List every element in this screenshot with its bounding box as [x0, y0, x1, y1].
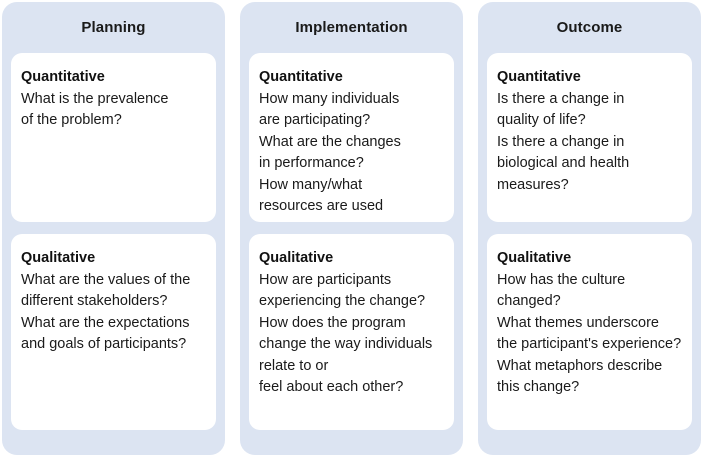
card-line: in performance?	[259, 155, 364, 171]
card-line: What is the prevalence	[21, 90, 169, 107]
card-line: relate to or	[259, 357, 329, 374]
column-header-implementation: Implementation	[295, 19, 408, 36]
card-title-quantitative: Quantitative	[259, 69, 343, 85]
card-line: measures?	[497, 176, 569, 193]
card-outcome-quantitative: Quantitative Is there a change in qualit…	[487, 53, 692, 222]
card-line: the participant's experience?	[497, 336, 682, 352]
card-line: How many/what	[259, 176, 363, 193]
card-line: How are participants	[259, 271, 392, 288]
card-line: resources are used	[259, 198, 384, 214]
card-title-quantitative: Quantitative	[21, 69, 105, 85]
card-line: How does the program	[259, 314, 406, 331]
card-title-quantitative: Quantitative	[497, 69, 581, 85]
card-line: Is there a change in	[497, 133, 625, 150]
card-title-qualitative: Qualitative	[21, 250, 96, 266]
card-body-outcome-qualitative: How has the culture changed? What themes…	[497, 270, 683, 399]
card-line: quality of life?	[497, 112, 586, 128]
card-planning-qualitative: Qualitative What are the values of the d…	[11, 234, 216, 430]
card-line: Is there a change in	[497, 90, 625, 107]
card-line: What are the changes	[259, 133, 401, 150]
card-line: change the way individuals	[259, 336, 433, 352]
card-implementation-qualitative: Qualitative How are participants experie…	[249, 234, 454, 430]
card-line: changed?	[497, 293, 561, 309]
card-line: experiencing the change?	[259, 293, 426, 309]
card-body-implementation-qualitative: How are participants experiencing the ch…	[259, 270, 445, 399]
card-body-outcome-quantitative: Is there a change in quality of life? Is…	[497, 89, 683, 197]
card-line: feel about each other?	[259, 379, 404, 395]
column-header-outcome: Outcome	[556, 19, 623, 36]
column-outcome: Outcome Quantitative Is there a change i…	[478, 2, 701, 455]
card-line: and goals of participants?	[21, 336, 187, 352]
card-line: different stakeholders?	[21, 293, 168, 309]
card-line: this change?	[497, 379, 580, 395]
column-header-planning: Planning	[81, 19, 146, 36]
card-line: How many individuals	[259, 90, 400, 107]
column-implementation: Implementation Quantitative How many ind…	[240, 2, 463, 455]
card-line: are participating?	[259, 112, 371, 128]
card-title-qualitative: Qualitative	[497, 250, 572, 266]
card-body-planning-qualitative: What are the values of the different sta…	[21, 270, 207, 356]
card-line: What are the expectations	[21, 314, 190, 331]
card-outcome-qualitative: Qualitative How has the culture changed?…	[487, 234, 692, 430]
card-title-qualitative: Qualitative	[259, 250, 334, 266]
card-line: What are the values of the	[21, 271, 191, 288]
card-implementation-quantitative: Quantitative How many individuals are pa…	[249, 53, 454, 222]
card-line: What metaphors describe	[497, 357, 663, 374]
card-body-planning-quantitative: What is the prevalence of the problem?	[21, 89, 207, 132]
card-body-implementation-quantitative: How many individuals are participating? …	[259, 89, 445, 218]
card-line: What themes underscore	[497, 314, 659, 331]
card-line: How has the culture	[497, 271, 626, 288]
column-planning: Planning Quantitative What is the preval…	[2, 2, 225, 455]
card-planning-quantitative: Quantitative What is the prevalence of t…	[11, 53, 216, 222]
card-line: of the problem?	[21, 112, 122, 128]
card-line: biological and health	[497, 155, 630, 171]
